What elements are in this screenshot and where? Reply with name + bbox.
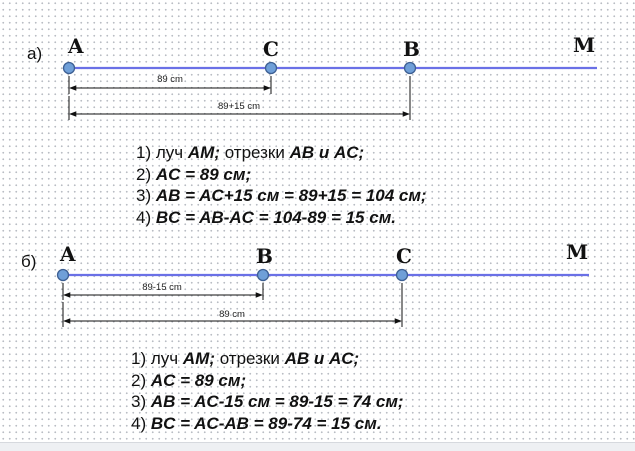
point-b-a	[403, 61, 417, 75]
label-c-b: C	[396, 244, 412, 268]
label-m-b: M	[566, 240, 588, 264]
part-b-label: б)	[21, 252, 37, 271]
label-m-a: M	[573, 33, 595, 57]
dim-label-ab-b: 89-15 cm	[142, 282, 182, 293]
step-a-1: 1) луч AM; отрезки AB и AC;	[136, 143, 365, 162]
point-b-b	[256, 268, 270, 282]
label-a-b: A	[59, 242, 76, 266]
part-a-solution: 1) луч AM; отрезки AB и AC; 2) AC = 89 с…	[136, 142, 427, 228]
label-c-a: C	[263, 37, 279, 61]
point-a-a	[62, 61, 76, 75]
step-b-2: 2) AC = 89 см;	[131, 370, 247, 390]
point-a-b	[56, 268, 70, 282]
part-b-solution: 1) луч AM; отрезки AB и AC; 2) AC = 89 с…	[131, 348, 404, 434]
step-a-4: 4) BC = AB-AC = 104-89 = 15 см.	[136, 207, 396, 227]
label-b-b: B	[256, 244, 273, 268]
label-b-a: B	[403, 37, 420, 61]
label-a-a: A	[67, 34, 84, 58]
part-a-diagram: A C B M 89 cm 89+15 cm	[62, 33, 597, 120]
part-b-diagram: A B C M 89-15 cm 89 cm	[56, 240, 589, 327]
bottom-toolbar-strip	[0, 442, 635, 451]
step-b-3: 3) AB = AC-15 см = 89-15 = 74 см;	[131, 392, 404, 411]
step-b-1: 1) луч AM; отрезки AB и AC;	[131, 349, 360, 368]
point-c-b	[395, 268, 409, 282]
step-a-2: 2) AC = 89 см;	[136, 164, 252, 184]
dim-label-ac-b: 89 cm	[219, 309, 245, 320]
dim-label-ac-a: 89 cm	[157, 74, 183, 85]
step-b-4: 4) BC = AC-AB = 89-74 = 15 см.	[131, 413, 382, 433]
step-a-3: 3) AB = AC+15 см = 89+15 = 104 см;	[136, 186, 427, 205]
dim-label-ab-a: 89+15 cm	[218, 101, 260, 112]
point-c-a	[264, 61, 278, 75]
part-a-label: а)	[27, 44, 43, 63]
